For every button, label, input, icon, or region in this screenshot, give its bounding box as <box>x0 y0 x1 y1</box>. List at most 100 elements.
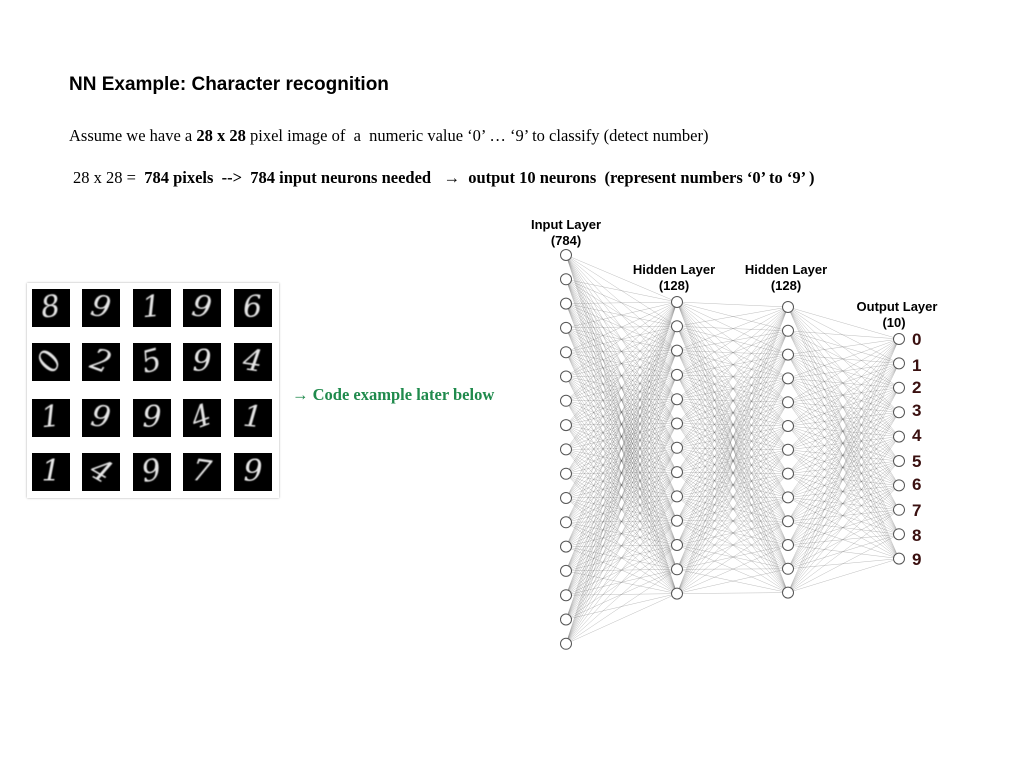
connection-line <box>787 449 900 510</box>
connection-line <box>676 306 789 594</box>
output-digit-label: 9 <box>912 550 921 569</box>
connection-line <box>787 363 900 593</box>
neuron <box>782 491 794 504</box>
neuron <box>671 368 683 381</box>
connection-line <box>565 301 678 620</box>
connection-line <box>676 471 789 593</box>
connection-line <box>787 363 900 450</box>
digit-tile: 7 <box>183 453 221 491</box>
connection-line <box>676 423 789 427</box>
connection-line <box>565 301 678 353</box>
connection-line <box>676 399 789 474</box>
connection-line <box>676 350 789 498</box>
connection-line <box>565 301 678 426</box>
connection-line <box>676 378 789 400</box>
connection-line <box>787 330 900 364</box>
connection-line <box>676 473 789 594</box>
layer-size: (128) <box>659 278 689 293</box>
code-example-note: → Code example later below <box>292 385 495 404</box>
digit-tile: 1 <box>32 399 70 437</box>
connection-line <box>676 350 789 355</box>
neuron <box>560 273 572 286</box>
digit-glyph: 9 <box>192 344 212 379</box>
digit-glyph: 2 <box>86 343 117 381</box>
connection-line <box>676 447 789 450</box>
connection-line <box>787 449 900 559</box>
layer-name: Hidden Layer <box>745 262 827 277</box>
connection-line <box>676 423 789 522</box>
connection-line <box>676 544 789 570</box>
connection-line <box>787 338 900 593</box>
neuron <box>782 372 794 385</box>
connection-line <box>565 301 678 547</box>
connection-line <box>676 423 789 474</box>
connection-line <box>787 425 900 486</box>
connection-line <box>676 496 789 569</box>
connection-line <box>676 326 789 403</box>
connection-line <box>676 449 789 497</box>
connection-line <box>787 330 900 437</box>
connection-line <box>787 306 900 413</box>
neuron <box>782 420 794 432</box>
connection-line <box>787 402 900 535</box>
connection-line <box>787 460 900 522</box>
intro-text: Assume we have a 28 x 28 pixel image of … <box>69 126 708 146</box>
neuron <box>782 515 794 528</box>
neuron <box>560 443 572 456</box>
neuron <box>671 296 683 308</box>
connection-line <box>565 301 678 523</box>
connection-line <box>787 449 900 535</box>
digit-tile: 1 <box>133 289 171 327</box>
neuron <box>671 563 683 576</box>
neural-network-diagram: Input Layer(784)Hidden Layer(128)Hidden … <box>531 217 937 650</box>
connection-line <box>676 399 789 427</box>
output-digit-label: 1 <box>912 356 921 375</box>
connection-line <box>676 330 789 351</box>
digit-glyph: 4 <box>186 399 217 437</box>
connection-line <box>565 350 678 644</box>
neuron <box>560 564 572 577</box>
neuron <box>560 249 572 261</box>
connection-line <box>676 326 789 450</box>
connection-line <box>676 350 789 379</box>
neuron <box>893 503 905 516</box>
connection-line <box>676 374 789 379</box>
connection-line <box>676 301 789 427</box>
connection-line <box>676 402 789 448</box>
connection-line <box>787 460 900 498</box>
connection-line <box>676 374 789 450</box>
connection-line <box>676 592 789 594</box>
connection-line <box>676 306 789 376</box>
connection-line <box>787 378 900 486</box>
output-digit-label: 5 <box>912 452 921 471</box>
connection-line <box>676 301 789 450</box>
connection-line <box>787 354 900 413</box>
connection-line <box>676 306 789 424</box>
connection-line <box>787 387 900 403</box>
digit-tile: 1 <box>32 453 70 491</box>
neuron <box>782 562 794 575</box>
connection-line <box>565 447 678 644</box>
neuron <box>893 357 905 370</box>
connection-line <box>787 485 900 546</box>
intro-image-size: 28 x 28 <box>196 126 246 145</box>
connection-line <box>676 306 789 473</box>
neuron <box>782 539 794 551</box>
connection-line <box>676 326 789 355</box>
connection-line <box>787 378 900 413</box>
digit-glyph: 9 <box>142 400 162 435</box>
page-title: NN Example: Character recognition <box>69 74 389 95</box>
connection-line <box>787 497 900 535</box>
connection-line <box>787 338 900 498</box>
neuron <box>782 443 794 456</box>
digit-glyph: 9 <box>243 454 263 489</box>
connection-line <box>787 378 900 559</box>
connection-line <box>787 436 900 593</box>
connection-line <box>787 402 900 413</box>
connection-line <box>787 412 900 427</box>
connection-line <box>565 301 678 450</box>
connection-line <box>565 301 678 499</box>
connection-line <box>676 350 789 450</box>
connection-line <box>676 354 789 400</box>
connection-line <box>565 279 678 303</box>
